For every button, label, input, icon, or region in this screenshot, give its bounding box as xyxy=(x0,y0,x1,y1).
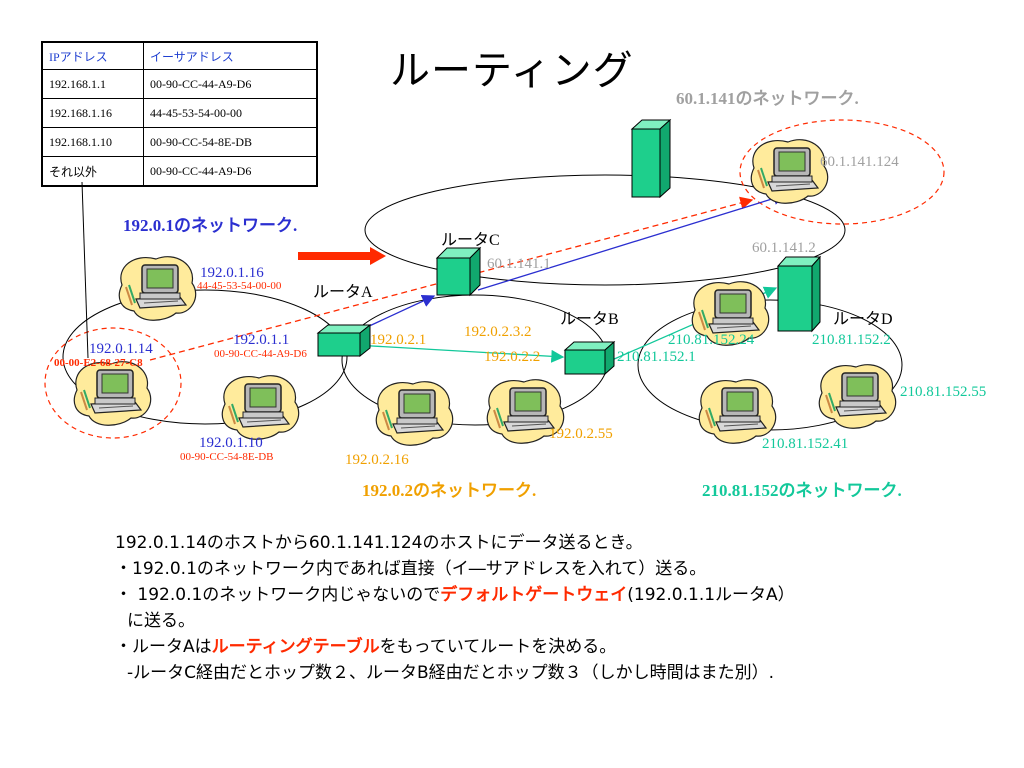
explanation-line-6: -ルータC経由だとホップ数２、ルータB経由だとホップ数３（しかし時間はまた別）. xyxy=(127,663,775,683)
default-gateway-term: デフォルトゲートウェイ xyxy=(440,585,628,605)
router-b-if2-ip: 210.81.152.1 xyxy=(617,349,696,365)
table-cell-ip: 192.168.1.10 xyxy=(41,127,144,157)
router-a-if1-mac: 00-90-CC-44-A9-D6 xyxy=(214,348,307,360)
router-d-if2-ip: 60.1.141.2 xyxy=(752,240,816,256)
table-cell-mac: 44-45-53-54-00-00 xyxy=(143,98,318,128)
router-c-if2-ip: 192.0.2.3.2 xyxy=(464,324,532,340)
explanation-text: 192.0.1.14のホストから60.1.141.124のホストにデータ送るとき… xyxy=(115,530,795,686)
network-label-192-0-2: 192.0.2のネットワーク. xyxy=(362,481,537,500)
explanation-line-5-post: をもっていてルートを決める。 xyxy=(379,637,617,657)
router-d-label: ルータD xyxy=(833,311,893,328)
host-192-0-2-55-ip: 192.0.2.55 xyxy=(549,426,613,442)
host-192-0-1-14 xyxy=(73,360,152,427)
host-192-0-1-14-highlight xyxy=(44,327,182,439)
explanation-line-5: ・ルータAはルーティングテーブルをもっていてルートを決める。 xyxy=(115,634,795,660)
explanation-line-3: ・ 192.0.1のネットワーク内じゃないのでデフォルトゲートウェイ(192.0… xyxy=(115,582,795,608)
host-60-1-141-124 xyxy=(750,138,829,205)
explanation-line-3-pre: ・ 192.0.1のネットワーク内じゃないので xyxy=(115,585,441,605)
arp-table: IPアドレス イーサアドレス 192.168.1.1 00-90-CC-44-A… xyxy=(41,41,318,187)
router-c-label: ルータC xyxy=(441,232,500,249)
host-192-0-1-16-mac: 44-45-53-54-00-00 xyxy=(197,280,282,292)
host-210-81-152-24-ip: 210.81.152.24 xyxy=(668,332,755,348)
explanation-line-2: ・192.0.1のネットワーク内であれば直接（イ―サアドレスを入れて）送る。 xyxy=(115,559,707,579)
table-row: 192.168.1.1 00-90-CC-44-A9-D6 xyxy=(41,69,318,99)
pointer-arrow xyxy=(298,247,386,265)
host-210-81-152-55-ip: 210.81.152.55 xyxy=(900,384,987,400)
router-a-if1-ip: 192.0.1.1 xyxy=(233,332,290,348)
router-b-label: ルータB xyxy=(560,311,619,328)
network-label-60-1-141: 60.1.141のネットワーク. xyxy=(676,89,859,108)
router-b xyxy=(563,340,616,376)
host-210-81-152-41 xyxy=(698,378,777,445)
host-192-0-1-10-ip: 192.0.1.10 xyxy=(199,435,263,451)
route-a-to-b xyxy=(354,344,565,363)
host-60-1-141-124-ip: 60.1.141.124 xyxy=(820,154,899,170)
host-192-0-1-10-mac: 00-90-CC-54-8E-DB xyxy=(180,451,274,463)
host-60-1-141-124-highlight xyxy=(739,119,945,225)
router-a xyxy=(316,323,372,358)
host-192-0-1-14-ip: 192.0.1.14 xyxy=(89,341,153,357)
table-cell-ip: 192.168.1.1 xyxy=(41,69,144,99)
host-192-0-2-16-ip: 192.0.2.16 xyxy=(345,452,409,468)
router-d-if1-ip: 210.81.152.2 xyxy=(812,332,891,348)
router-c-if1-ip: 60.1.141.1 xyxy=(487,256,551,272)
host-192-0-1-10 xyxy=(221,374,300,441)
table-header-ip: IPアドレス xyxy=(41,41,144,70)
route-c-to-host xyxy=(477,192,787,291)
router-a-if2-ip: 192.0.2.1 xyxy=(370,332,427,348)
explanation-line-1: 192.0.1.14のホストから60.1.141.124のホストにデータ送るとき… xyxy=(115,533,643,553)
router-a-label: ルータA xyxy=(313,284,373,301)
host-192-0-1-16 xyxy=(118,255,197,322)
host-210-81-152-55 xyxy=(818,363,897,430)
network-label-192-0-1: 192.0.1のネットワーク. xyxy=(123,216,298,235)
routing-table-term: ルーティングテーブル xyxy=(211,637,380,657)
route-a-to-c xyxy=(364,295,436,329)
network-192-0-1-boundary xyxy=(62,289,348,425)
host-210-81-152-41-ip: 210.81.152.41 xyxy=(762,436,849,452)
host-192-0-1-16-ip: 192.0.1.16 xyxy=(200,265,264,281)
table-row: 192.168.1.16 44-45-53-54-00-00 xyxy=(41,98,318,128)
table-header-row: IPアドレス イーサアドレス xyxy=(41,41,318,70)
network-label-210-81-152: 210.81.152のネットワーク. xyxy=(702,481,902,500)
host-192-0-2-16 xyxy=(375,380,454,447)
table-cell-mac: 00-90-CC-44-A9-D6 xyxy=(143,69,318,99)
router-top xyxy=(630,118,672,199)
table-cell-ip: 192.168.1.16 xyxy=(41,98,144,128)
router-d xyxy=(776,255,822,333)
table-cell-mac: 00-90-CC-54-8E-DB xyxy=(143,127,318,157)
explanation-line-3-post: (192.0.1.1ルータA） xyxy=(627,585,795,605)
table-cell-ip: それ以外 xyxy=(41,156,144,187)
explanation-line-4: に送る。 xyxy=(127,611,195,631)
network-60-1-141-boundary xyxy=(364,174,846,286)
table-pointer-line xyxy=(81,181,89,359)
table-row: 192.168.1.10 00-90-CC-54-8E-DB xyxy=(41,127,318,157)
router-c xyxy=(435,246,482,297)
table-header-mac: イーサアドレス xyxy=(143,41,318,70)
explanation-line-5-pre: ・ルータAは xyxy=(115,637,212,657)
router-b-if1-ip: 192.0.2.2 xyxy=(484,349,541,365)
host-192-0-1-14-mac: 00-00-E2-68-27-C8 xyxy=(54,357,143,369)
table-cell-mac: 00-90-CC-44-A9-D6 xyxy=(143,156,318,187)
page-title: ルーティング xyxy=(390,48,634,94)
table-row: それ以外 00-90-CC-44-A9-D6 xyxy=(41,156,318,187)
